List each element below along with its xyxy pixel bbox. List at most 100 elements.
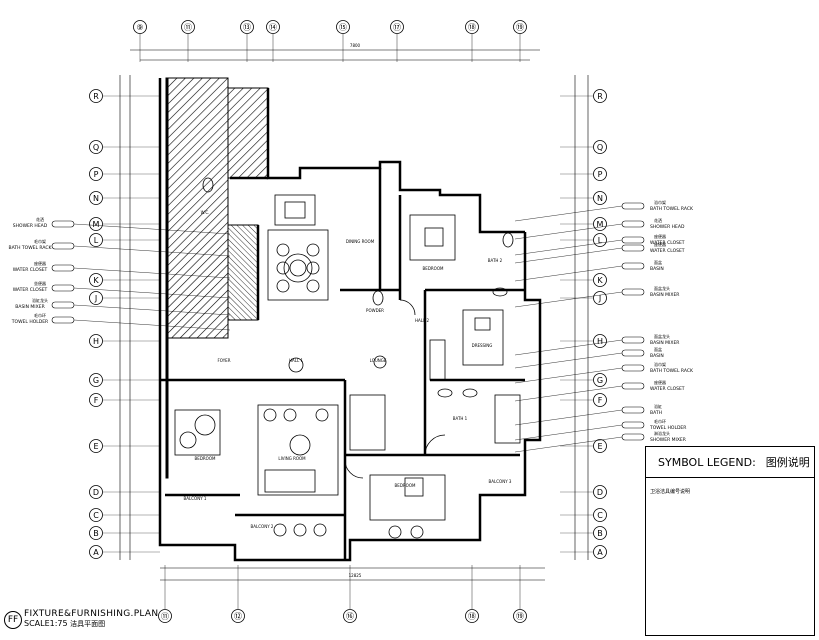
walls [158,78,542,562]
drawing-mark: FF [4,611,22,629]
svg-text:WATER CLOSET: WATER CLOSET [13,287,48,293]
svg-text:Q: Q [597,143,603,152]
grid-bubble-right: Q [593,140,607,154]
grid-bubble-top: ⑰ [390,20,404,34]
svg-text:毛巾架: 毛巾架 [34,238,46,244]
top-dimension-total: 7800 [350,43,361,48]
svg-text:Q: Q [93,143,99,152]
grid-bubble-left: J [89,291,103,305]
grid-bubble-top: ⑮ [336,20,350,34]
svg-text:座便器: 座便器 [34,260,46,266]
grid-bubble-left: A [89,545,103,559]
grid-bubble-left: M [89,217,103,231]
grid-bubble-bottom: ⑪ [158,609,172,623]
svg-text:⑬: ⑬ [243,23,251,32]
scale-label: SCALE1:75 [24,619,68,628]
svg-text:⑪: ⑪ [184,23,192,32]
grid-bubble-left: N [89,191,103,205]
svg-text:WATER CLOSET: WATER CLOSET [13,267,48,273]
title-block: FIXTURE&FURNISHING.PLAN SCALE1:75 洁具平面图 [24,609,158,629]
grid-bubble-right: H [593,334,607,348]
svg-text:P: P [598,170,603,179]
svg-text:花洒: 花洒 [654,217,662,223]
top-dimension-lines [130,49,540,61]
grid-bubble-right: K [593,273,607,287]
grid-bubble-top: ⑱ [465,20,479,34]
grid-bubble-right: C [593,508,607,522]
master-bed [369,474,446,521]
svg-text:WATER CLOSET: WATER CLOSET [650,240,685,246]
svg-text:⑪: ⑪ [161,612,169,621]
grid-bubble-right: G [593,373,607,387]
svg-text:⑱: ⑱ [468,23,476,32]
room-label-hall: HALL 1 [289,358,303,363]
grid-bubble-right: F [593,393,607,407]
grid-bubble-right: M [593,217,607,231]
grid-bubble-right: E [593,439,607,453]
living-sofa-set [257,404,339,496]
grid-bubble-bottom: ⑫ [231,609,245,623]
title-line2: SCALE1:75 洁具平面图 [24,619,158,629]
grid-bubble-left: D [89,485,103,499]
svg-text:C: C [93,511,99,520]
svg-text:SHOWER HEAD: SHOWER HEAD [13,223,48,229]
dining-table [267,229,329,301]
grid-bubble-right: B [593,526,607,540]
svg-text:面盆: 面盆 [654,259,662,265]
title-cn: 洁具平面图 [70,620,106,628]
grid-bubble-top: ⑬ [240,20,254,34]
svg-text:⑰: ⑰ [393,23,401,32]
bathtub [494,394,521,444]
svg-text:G: G [597,376,603,385]
svg-text:J: J [598,294,601,303]
svg-text:TOWEL HOLDER: TOWEL HOLDER [11,319,48,325]
svg-text:D: D [93,488,99,497]
room-label-bedroom2: BEDROOM [423,266,444,271]
bed [409,214,456,261]
svg-text:BASIN: BASIN [650,266,664,272]
grid-bubble-right: J [593,291,607,305]
room-label-bath1: BATH 1 [453,416,468,421]
furniture [174,177,521,539]
svg-text:E: E [597,442,602,451]
grid-bubble-left: H [89,334,103,348]
svg-text:N: N [93,194,99,203]
bottom-dimension-lines [160,567,545,581]
grid-bubble-bottom: ⑲ [513,609,527,623]
grid-bubble-left: G [89,373,103,387]
svg-text:⑭: ⑭ [269,23,277,32]
svg-text:面盆: 面盆 [654,346,662,352]
svg-text:BASIN MIXER: BASIN MIXER [15,304,44,310]
svg-text:座便器: 座便器 [654,241,666,247]
svg-text:淋浴龙头: 淋浴龙头 [654,430,670,436]
svg-text:花洒: 花洒 [36,216,44,222]
svg-text:J: J [94,294,97,303]
dressing-unit [462,309,504,366]
room-label-balcony3: BALCONY 3 [489,479,512,484]
svg-text:N: N [597,194,603,203]
svg-text:座便器: 座便器 [654,379,666,385]
svg-text:G: G [93,376,99,385]
svg-text:L: L [94,236,99,245]
svg-text:浴巾架: 浴巾架 [654,361,666,367]
grid-bubble-right: N [593,191,607,205]
grid-bubble-left: C [89,508,103,522]
grid-bubble-bottom: ⑱ [465,609,479,623]
svg-text:面盆龙头: 面盆龙头 [654,333,670,339]
svg-text:WATER CLOSET: WATER CLOSET [650,248,685,254]
svg-text:⑱: ⑱ [468,612,476,621]
bottom-dimension-total: 12825 [349,573,362,578]
